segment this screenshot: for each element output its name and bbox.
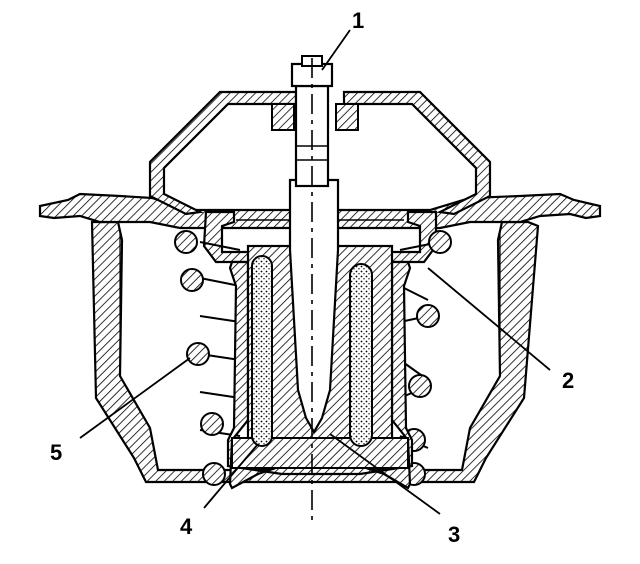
piston-cavity [288,178,340,435]
callout-3: 3 [448,522,460,547]
callout-5: 5 [50,440,62,465]
callout-2: 2 [562,368,574,393]
callout-4: 4 [180,514,193,539]
callout-1: 1 [352,8,364,33]
wax-filling [251,255,373,447]
upper-bridge [148,90,492,216]
housing [90,220,540,484]
leader-lines [79,29,551,515]
spring [174,230,452,486]
